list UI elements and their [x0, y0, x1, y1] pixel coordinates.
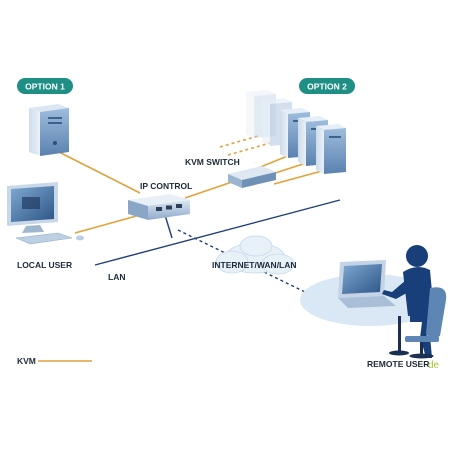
internet-label: INTERNET/WAN/LAN: [212, 260, 297, 270]
remote-user-label: REMOTE USER: [367, 359, 429, 369]
keyboard-icon: [15, 232, 73, 245]
kvm-switch-label: KVM SWITCH: [185, 157, 240, 167]
kvm-line-server-dash-1: [219, 135, 259, 148]
chair-icon: [405, 287, 447, 359]
option-2-label: OPTION 2: [307, 82, 347, 92]
server-rack-icon: [246, 90, 346, 174]
network-connections: [94, 199, 341, 293]
kvm-line-option1-server: [54, 149, 141, 194]
kvm-line-server-dash-2: [227, 142, 271, 156]
server-tower-icon: [29, 104, 69, 156]
option-1-badge: OPTION 1: [17, 78, 73, 94]
ip-control-label: IP CONTROL: [140, 181, 192, 191]
kvm-line-local-user: [74, 214, 141, 234]
monitor-icon: [7, 182, 58, 233]
cloud-icon: [215, 235, 295, 275]
option-1-label: OPTION 1: [25, 82, 65, 92]
ip-control-device-icon: [128, 194, 190, 220]
kvm-connections: [54, 135, 323, 234]
local-user-workstation: [7, 182, 84, 245]
remote-user-scene: [300, 245, 447, 359]
ip-control-lan-link: [164, 214, 173, 239]
watermark-text: de: [428, 360, 440, 371]
lan-label: LAN: [108, 272, 125, 282]
local-user-label: LOCAL USER: [17, 260, 72, 270]
kvm-line-server-3: [273, 170, 323, 185]
option-2-badge: OPTION 2: [299, 78, 355, 94]
legend-kvm-label: KVM: [17, 356, 36, 366]
lan-line: [94, 199, 341, 266]
kvm-switch-icon: [228, 166, 276, 188]
kvm-line-switch: [184, 181, 233, 199]
mouse-icon: [76, 235, 84, 241]
server-3: [316, 124, 346, 174]
kvm-line-server-1: [257, 154, 291, 169]
legend: KVM: [17, 356, 92, 366]
laptop-icon: [338, 260, 396, 308]
